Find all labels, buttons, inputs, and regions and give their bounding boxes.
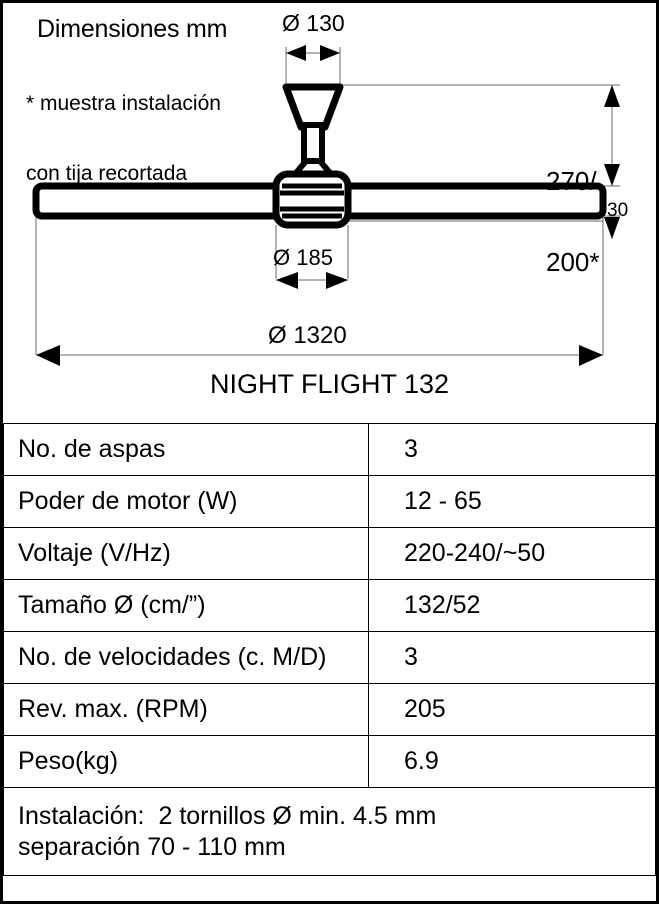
installation-line-1: Instalación: 2 tornillos Ø min. 4.5 mm: [18, 801, 655, 832]
table-row-installation: Instalación: 2 tornillos Ø min. 4.5 mm se…: [3, 787, 656, 876]
table-row: No. de velocidades (c. M/D) 3: [3, 631, 656, 684]
table-row: Peso(kg) 6.9: [3, 735, 656, 788]
spec-label: Voltaje (V/Hz): [3, 527, 369, 580]
table-row: Poder de motor (W) 12 - 65: [3, 475, 656, 528]
spec-value: 220-240/~50: [368, 527, 656, 580]
table-row: Voltaje (V/Hz) 220-240/~50: [3, 527, 656, 580]
arrow-span-right: [579, 345, 603, 366]
dimension-label-motor: Ø 185: [273, 245, 333, 270]
diagram-note: * muestra instalación con tija recortada: [25, 45, 285, 233]
spec-value: 3: [368, 631, 656, 684]
specifications-table: No. de aspas 3 Poder de motor (W) 12 - 6…: [3, 423, 656, 876]
spec-label: Rev. max. (RPM): [3, 683, 369, 736]
dimension-label-height: 270/ 200*: [546, 113, 600, 331]
diagram-note-line1: * muestra instalación: [26, 91, 221, 115]
spec-value: 205: [368, 683, 656, 736]
arrow-height-up: [604, 85, 620, 107]
specifications-table-body: No. de aspas 3 Poder de motor (W) 12 - 6…: [3, 423, 656, 876]
arrow-thickness-up: [604, 217, 620, 239]
installation-label: Instalación:: [18, 802, 145, 830]
spec-label: No. de velocidades (c. M/D): [3, 631, 369, 684]
arrow-canopy-left: [286, 45, 306, 61]
diagram-title: Dimensiones mm: [37, 15, 228, 43]
spec-value: 6.9: [368, 735, 656, 788]
table-row: No. de aspas 3: [3, 423, 656, 476]
dimension-label-height-alt: 200*: [546, 247, 600, 278]
installation-line-2: separación 70 - 110 mm: [18, 832, 286, 861]
spec-value: 3: [368, 423, 656, 476]
dimension-label-blade-thickness: 30: [607, 200, 629, 221]
fan-downrod: [301, 122, 325, 166]
spec-label: Poder de motor (W): [3, 475, 369, 528]
arrow-motor-right: [326, 272, 348, 289]
spec-label: No. de aspas: [3, 423, 369, 476]
arrow-span-left: [36, 345, 60, 366]
spec-label: Tamaño Ø (cm/”): [3, 579, 369, 632]
diagram-note-line2: con tija recortada: [26, 162, 188, 186]
arrow-height-down: [604, 164, 620, 186]
table-row: Tamaño Ø (cm/”) 132/52: [3, 579, 656, 632]
spec-label: Peso(kg): [3, 735, 369, 788]
dimension-label-height-primary: 270/: [546, 165, 597, 196]
fan-drawing-svg: [32, 45, 620, 366]
installation-note: Instalación: 2 tornillos Ø min. 4.5 mm se…: [3, 787, 656, 876]
spec-value: 132/52: [368, 579, 656, 632]
arrow-canopy-right: [320, 45, 340, 61]
model-name: NIGHT FLIGHT 132: [209, 369, 450, 399]
table-row: Rev. max. (RPM) 205: [3, 683, 656, 736]
diagram-title-block: Dimensiones mm * muestra instalación con…: [25, 15, 285, 233]
installation-screws: 2 tornillos Ø min. 4.5 mm: [158, 802, 437, 830]
spec-value: 12 - 65: [368, 475, 656, 528]
fan-canopy: [282, 83, 344, 131]
dimension-label-span: Ø 1320: [268, 322, 347, 349]
arrow-motor-left: [276, 272, 298, 289]
dimension-label-canopy: Ø 130: [282, 10, 345, 36]
fan-dimension-diagram: Dimensiones mm * muestra instalación con…: [3, 3, 656, 425]
